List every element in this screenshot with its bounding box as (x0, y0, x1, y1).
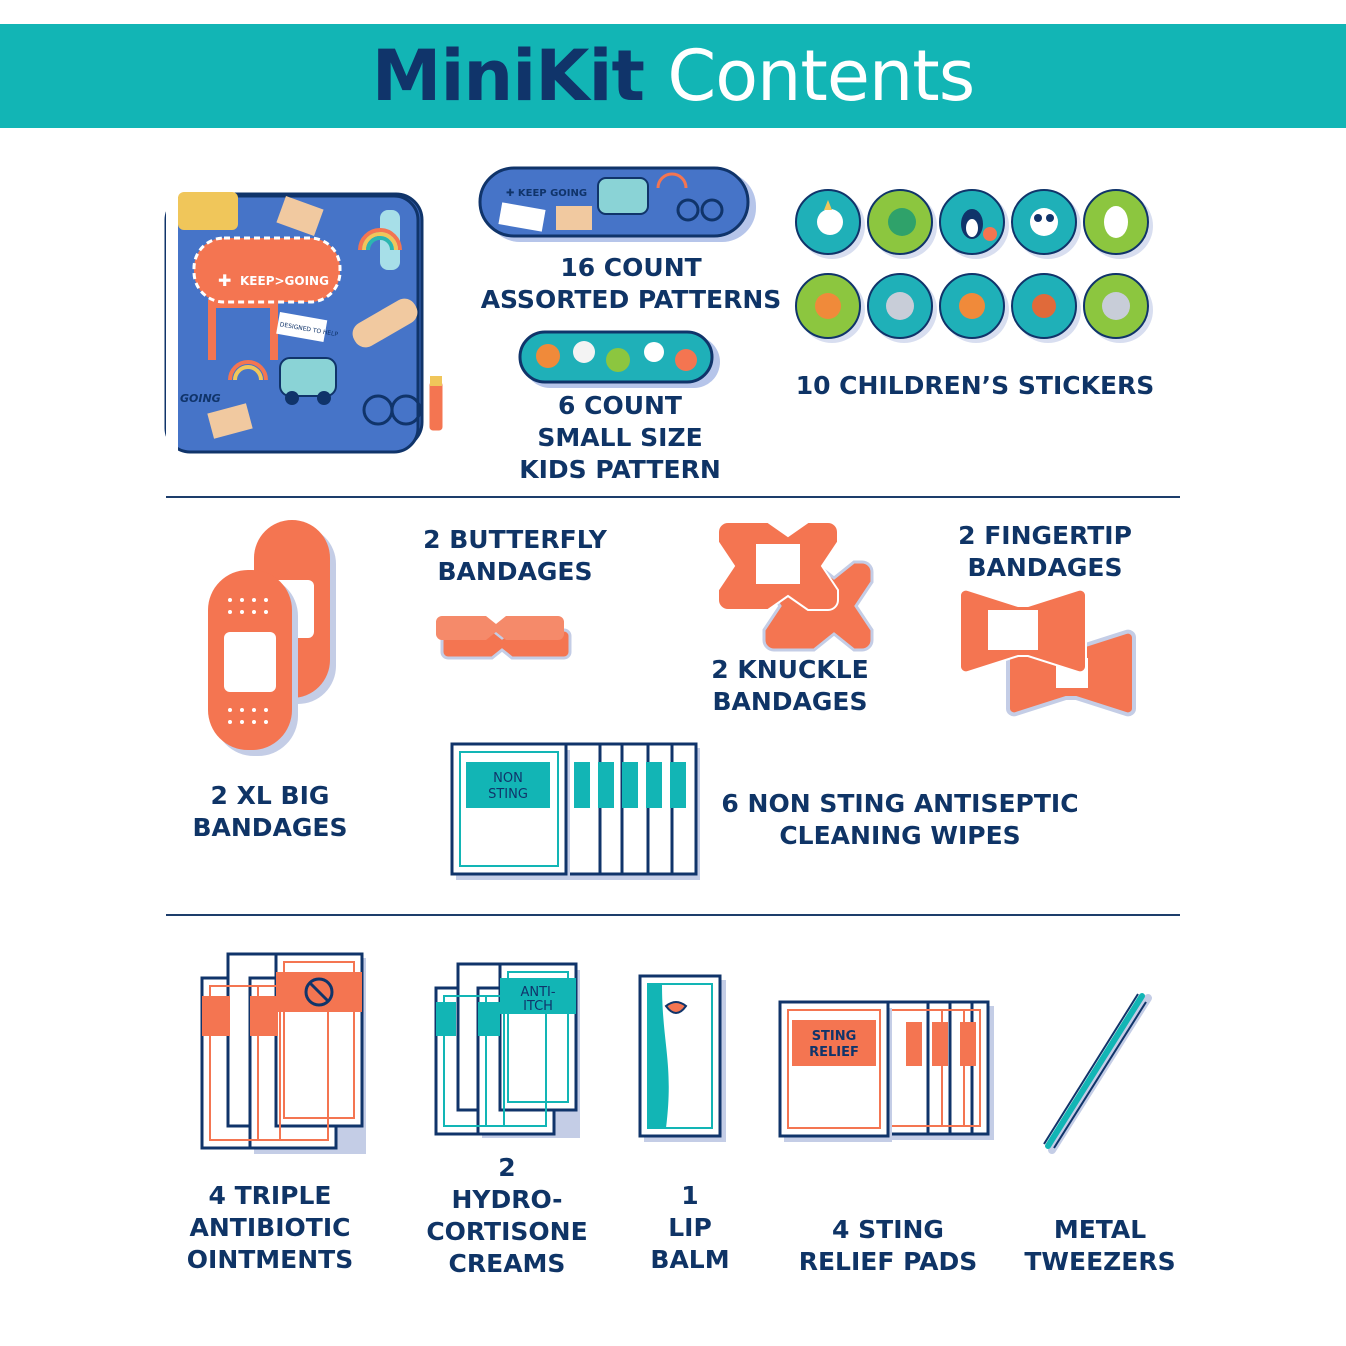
section-divider (166, 496, 1180, 498)
assorted-label: 16 COUNT ASSORTED PATTERNS (480, 253, 782, 314)
knuckle-bandages-illustration (717, 521, 874, 652)
section-divider (166, 914, 1180, 916)
wipes-label: 6 NON STING ANTISEPTIC CLEANING WIPES (721, 789, 1079, 850)
kids-bandage-strip (518, 330, 720, 388)
butterfly-bandages-illustration (436, 616, 572, 660)
cream-pack-line2: ITCH (523, 999, 553, 1014)
butterfly-label: 2 BUTTERFLY BANDAGES (423, 525, 607, 586)
stickers-grid (795, 189, 1153, 343)
tweezers-icon (1043, 993, 1152, 1154)
lipbalm-illustration (638, 974, 726, 1142)
svg-text:✚ KEEP GOING: ✚ KEEP GOING (506, 188, 587, 199)
fingertip-bandages-illustration (959, 588, 1136, 717)
lipbalm-label: 1 LIP BALM (650, 1181, 730, 1274)
tweezers-label: METAL TWEEZERS (1024, 1215, 1176, 1276)
cream-illustration: ANTI- ITCH (434, 962, 580, 1138)
ointment-label: 4 TRIPLE ANTIBIOTIC OINTMENTS (186, 1181, 354, 1274)
kids-label: 6 COUNT SMALL SIZE KIDS PATTERN (519, 391, 721, 484)
title-brand: MiniKit (371, 35, 645, 117)
cream-pack-line1: ANTI- (520, 985, 555, 1000)
sting-label: 4 STING RELIEF PADS (798, 1215, 978, 1276)
sting-pack-line1: STING (812, 1029, 857, 1044)
title-text: Contents (667, 35, 975, 117)
xl-bandages-illustration (208, 520, 336, 756)
header-banner (0, 24, 1346, 128)
knuckle-label: 2 KNUCKLE BANDAGES (711, 655, 869, 716)
fingertip-label: 2 FINGERTIP BANDAGES (958, 521, 1132, 582)
sting-pack-line2: RELIEF (809, 1045, 859, 1060)
wipes-pack-line2: STING (488, 787, 528, 802)
wipes-illustration: NON STING (450, 742, 700, 880)
cream-label: 2 HYDRO- CORTISONE CREAMS (426, 1153, 588, 1278)
pouch-logo-text: KEEP>GOING (240, 274, 329, 288)
assorted-bandage-strip: ✚ KEEP GOING (478, 166, 756, 242)
sting-relief-illustration: STING RELIEF (778, 1000, 994, 1142)
ointment-illustration (200, 952, 366, 1154)
pouch-illustration: ✚ KEEP>GOING GOING DESIGNED TO HELP (164, 190, 446, 455)
pouch-side-text: GOING (180, 392, 221, 405)
stickers-label: 10 CHILDREN’S STICKERS (795, 371, 1155, 400)
sticker (795, 189, 1149, 339)
page-title: MiniKit Contents (0, 34, 1346, 118)
wipes-pack-line1: NON (493, 771, 523, 786)
svg-text:✚: ✚ (218, 271, 231, 290)
xl-label: 2 XL BIG BANDAGES (192, 781, 348, 842)
